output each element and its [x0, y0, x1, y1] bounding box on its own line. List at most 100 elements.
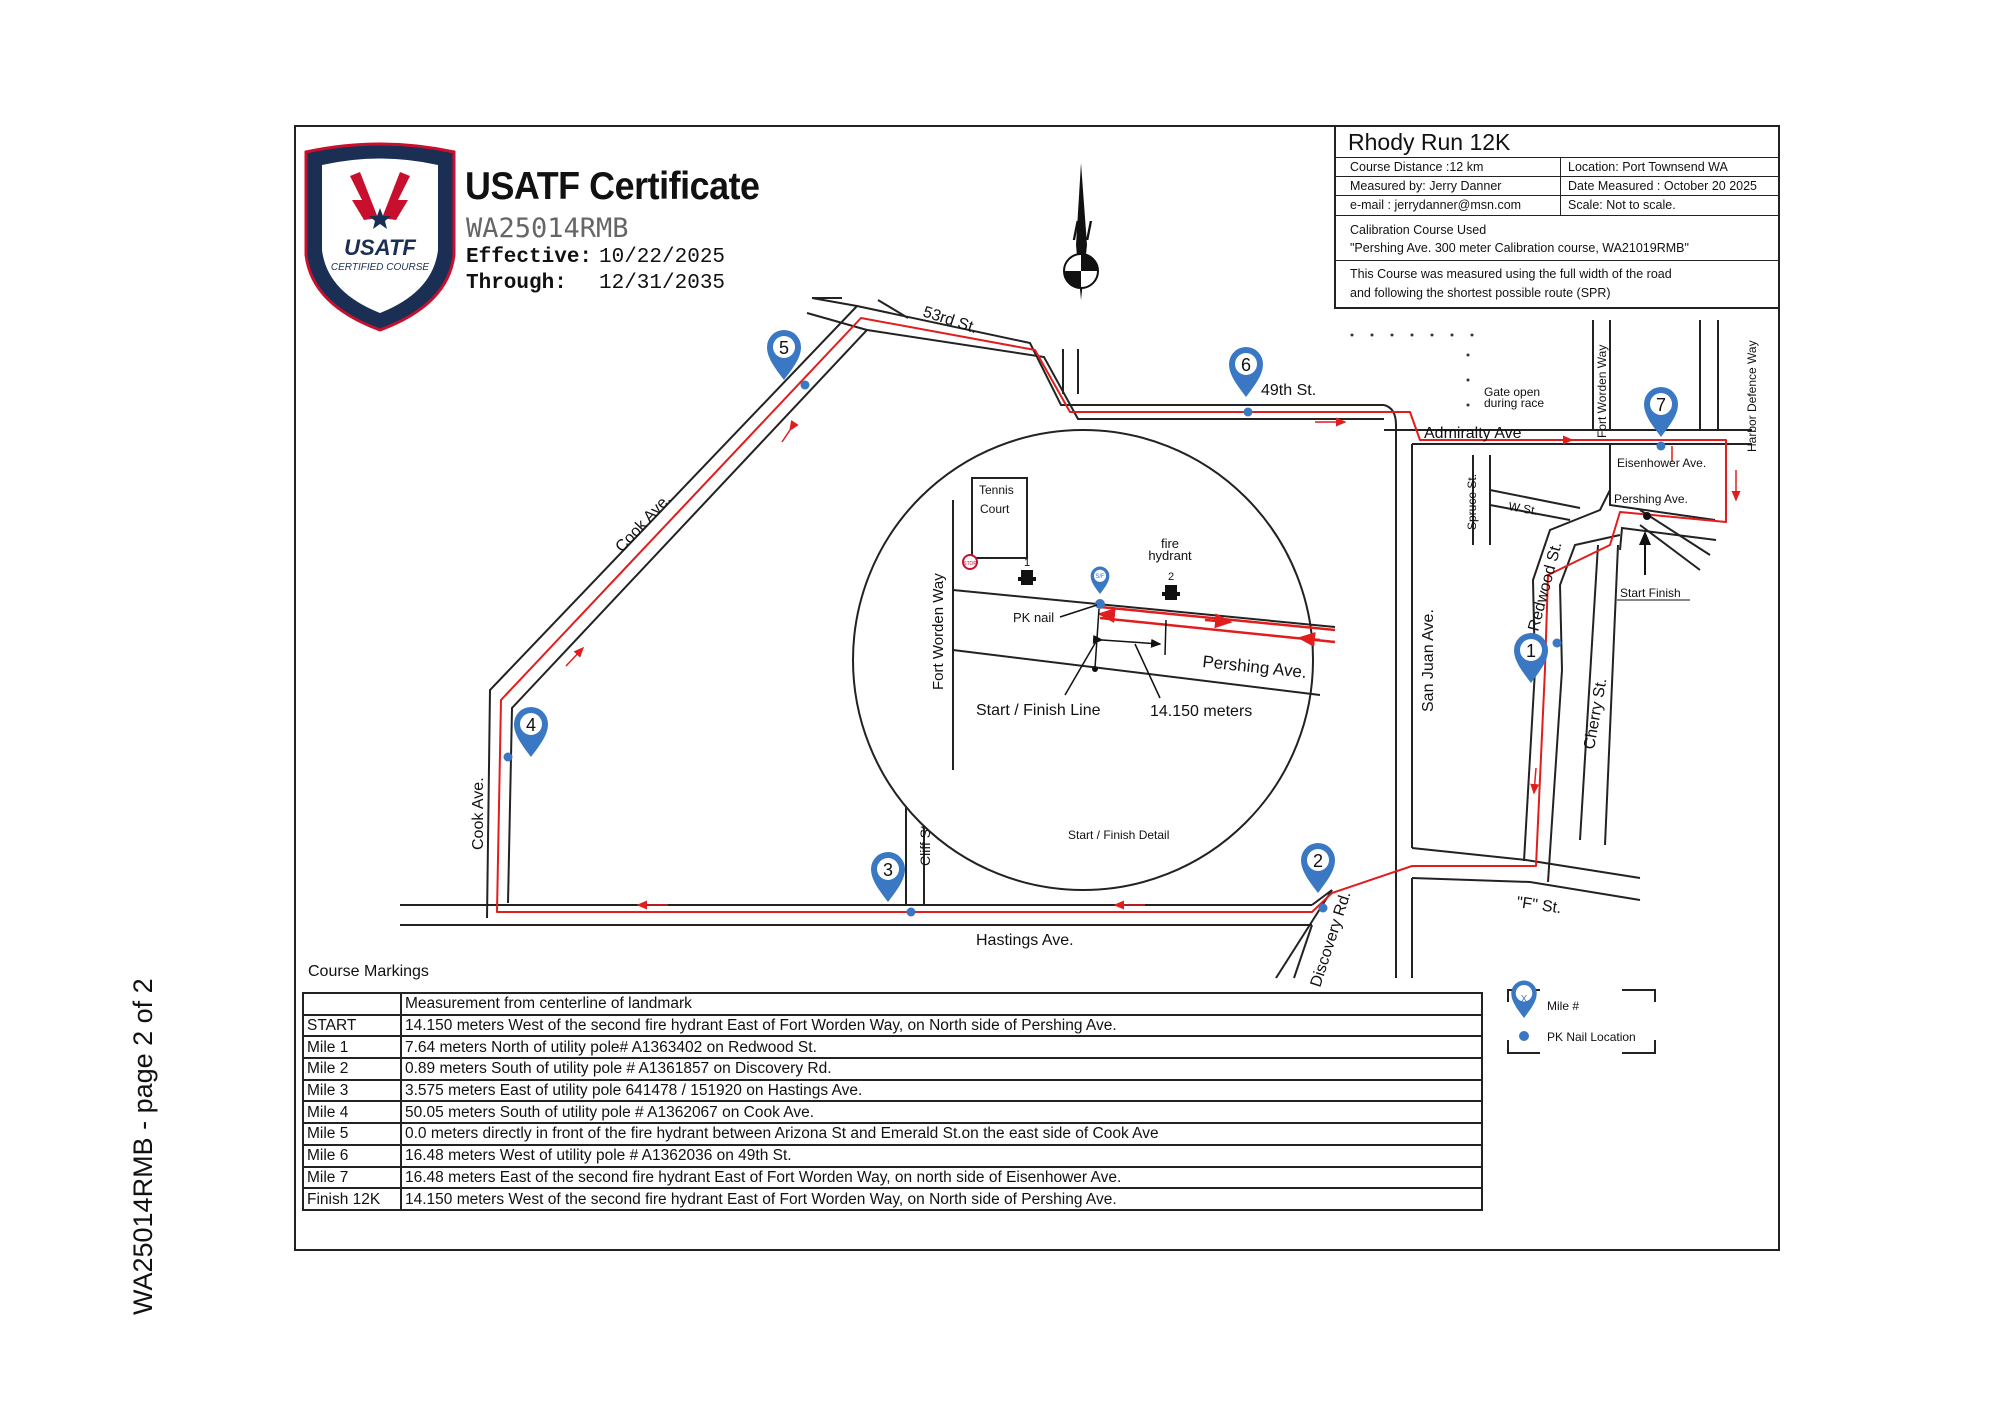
- label-harbor-defence: Harbor Defence Way: [1745, 340, 1759, 452]
- label-cliff: Cliff St.: [917, 821, 933, 866]
- legend-mile-label: Mile #: [1547, 999, 1580, 1013]
- label-pershing-top: Pershing Ave.: [1614, 492, 1688, 506]
- measured-by: Measured by: Jerry Danner: [1350, 179, 1502, 193]
- label-gate-2: during race: [1484, 396, 1544, 410]
- course-markings-label: Course Markings: [308, 963, 429, 980]
- email: e-mail : jerrydanner@msn.com: [1350, 198, 1522, 212]
- wings-icon: [350, 172, 410, 229]
- badge-text: USATF: [344, 235, 416, 260]
- table-row: Mile 6 16.48 meters West of utility pole…: [302, 1143, 1483, 1168]
- mile-marker-6: 6: [1229, 347, 1263, 417]
- marking-description: 0.89 meters South of utility pole # A136…: [400, 1057, 1483, 1081]
- label-eisenhower: Eisenhower Ave.: [1617, 456, 1706, 470]
- fire-hydrant-icon-2: 2: [1162, 571, 1180, 600]
- svg-text:2: 2: [1168, 571, 1174, 583]
- marking-label: Mile 7: [302, 1165, 402, 1190]
- marking-label: Mile 2: [302, 1057, 402, 1081]
- legend-pin-icon: X: [1511, 980, 1537, 1041]
- sf-line-label: Start / Finish Line: [976, 702, 1101, 719]
- svg-text:1: 1: [1024, 557, 1030, 569]
- effective-date: 10/22/2025: [599, 246, 726, 269]
- marking-description: 14.150 meters West of the second fire hy…: [400, 1187, 1483, 1211]
- mile-markers: 1 2 3 4 5 6 7: [503, 330, 1678, 917]
- gate-dots: [1350, 333, 1474, 407]
- north-label: N: [1072, 215, 1093, 246]
- marking-label: Mile 3: [302, 1078, 402, 1103]
- label-gate-1: Gate open: [1484, 385, 1540, 399]
- pk-nail-pin-icon: S/F: [1090, 566, 1110, 609]
- marking-description: 7.64 meters North of utility pole# A1363…: [400, 1035, 1483, 1060]
- svg-text:4: 4: [526, 715, 536, 735]
- label-hastings: Hastings Ave.: [976, 932, 1074, 949]
- svg-text:S/F: S/F: [1095, 574, 1105, 580]
- calibration-course: "Pershing Ave. 300 meter Calibration cou…: [1350, 241, 1689, 255]
- marking-description: 14.150 meters West of the second fire hy…: [400, 1013, 1483, 1038]
- label-admiralty: Admiralty Ave: [1424, 425, 1522, 442]
- mile-marker-2: 2: [1301, 843, 1335, 913]
- course-markings-table: Measurement from centerline of landmark …: [302, 992, 1483, 1211]
- start-finish-detail: Tennis Court Fort Worden Way STOP 1 2 fi…: [852, 429, 1336, 891]
- spr-note-2: and following the shortest possible rout…: [1350, 286, 1611, 300]
- mile-marker-5: 5: [767, 330, 810, 390]
- marking-label: Mile 4: [302, 1100, 402, 1125]
- label-w-st: W St.: [1507, 499, 1538, 518]
- street-network: [400, 297, 1752, 979]
- svg-text:1: 1: [1526, 641, 1536, 661]
- svg-text:7: 7: [1656, 395, 1666, 415]
- label-f-st: "F" St.: [1515, 894, 1562, 917]
- north-arrow-icon: N: [1063, 163, 1099, 300]
- distance-label: 14.150 meters: [1150, 703, 1252, 720]
- through-date: 12/31/2035: [599, 272, 726, 295]
- mile-marker-1: 1: [1514, 633, 1562, 683]
- svg-text:2: 2: [1313, 851, 1323, 871]
- stop-sign-icon: STOP: [962, 554, 978, 570]
- marking-description: 16.48 meters East of the second fire hyd…: [400, 1165, 1483, 1190]
- effective-label: Effective:: [466, 246, 593, 269]
- detail-caption: Start / Finish Detail: [1068, 828, 1169, 842]
- marking-label: Mile 5: [302, 1122, 402, 1146]
- legend-box: [1507, 989, 1656, 1054]
- mile-marker-3: 3: [871, 852, 916, 917]
- mile-marker-4: 4: [503, 707, 548, 762]
- usatf-logo-badge: USATF CERTIFIED COURSE: [304, 142, 456, 332]
- calibration-heading: Calibration Course Used: [1350, 223, 1487, 237]
- svg-text:X: X: [1521, 994, 1528, 1005]
- fire-hydrant-label-1: fire: [1161, 536, 1179, 551]
- legend: Mile # PK Nail Location: [1508, 990, 1654, 1052]
- certificate-sheet: [294, 125, 1780, 1251]
- table-header: Measurement from centerline of landmark: [400, 992, 1483, 1016]
- location: Location: Port Townsend WA: [1568, 160, 1728, 174]
- course-info-box: Rhody Run 12K Course Distance :12 km Loc…: [1334, 125, 1780, 309]
- tennis-label-1: Tennis: [979, 483, 1014, 497]
- label-san-juan: San Juan Ave.: [1420, 609, 1437, 712]
- fire-hydrant-icon-1: 1: [1018, 557, 1036, 585]
- label-cook-lower: Cook Ave.: [470, 777, 487, 850]
- pk-nail-label: PK nail: [1013, 610, 1054, 625]
- badge-subtext: CERTIFIED COURSE: [331, 262, 429, 273]
- svg-text:6: 6: [1241, 355, 1251, 375]
- through-label: Through:: [466, 272, 567, 295]
- fire-hydrant-label-2: hydrant: [1148, 548, 1192, 563]
- mile-marker-7: 7: [1644, 387, 1678, 451]
- start-finish-pointer: [1617, 512, 1690, 601]
- svg-text:5: 5: [779, 338, 789, 358]
- table-header-row: Measurement from centerline of landmark: [302, 992, 1483, 1016]
- table-row: START 14.150 meters West of the second f…: [302, 1013, 1483, 1038]
- marking-description: 0.0 meters directly in front of the fire…: [400, 1122, 1483, 1146]
- detail-fort-worden: Fort Worden Way: [930, 573, 947, 690]
- course-route: [496, 317, 1727, 913]
- date-measured: Date Measured : October 20 2025: [1568, 179, 1758, 193]
- tennis-label-2: Court: [980, 502, 1010, 516]
- marking-description: 50.05 meters South of utility pole # A13…: [400, 1100, 1483, 1125]
- label-start-finish: Start Finish: [1620, 586, 1681, 600]
- label-49th: 49th St.: [1261, 382, 1316, 399]
- marking-label: Finish 12K: [302, 1187, 402, 1211]
- certificate-title: USATF Certificate: [465, 165, 760, 208]
